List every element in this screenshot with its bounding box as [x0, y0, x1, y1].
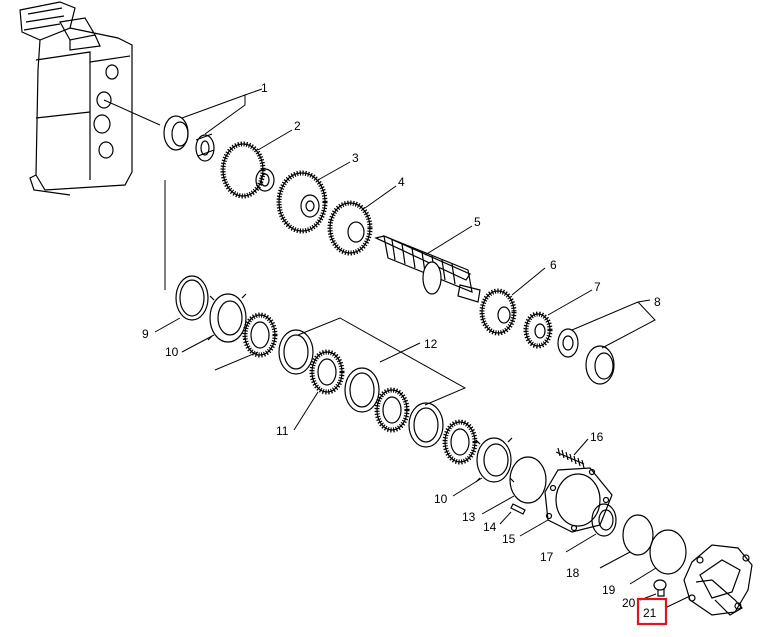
disc-19 — [649, 529, 687, 575]
gasket-15 — [544, 467, 613, 533]
main-shaft-5 — [374, 235, 481, 303]
callout-16: 16 — [590, 430, 604, 444]
end-plate-10-lower — [475, 437, 515, 483]
bearing-cone-1 — [195, 133, 215, 162]
callout-10-upper: 10 — [165, 345, 179, 359]
gear-6 — [479, 288, 517, 336]
transmission-housing — [19, 1, 133, 196]
callout-1: 1 — [261, 81, 268, 95]
friction-disc-a — [242, 312, 278, 358]
shaft-axis-line — [103, 99, 161, 126]
bracket-8 — [571, 301, 656, 349]
callout-19: 19 — [602, 583, 616, 597]
end-cover-21 — [683, 544, 753, 616]
friction-disc-c — [374, 387, 410, 433]
bearing-cup-1 — [163, 115, 189, 151]
callout-9: 9 — [142, 327, 149, 341]
callout-7: 7 — [594, 280, 601, 294]
callout-17: 17 — [540, 550, 554, 564]
friction-disc-d — [442, 419, 478, 465]
bearing-cup-8 — [585, 345, 615, 385]
gear-4 — [327, 200, 373, 256]
callout-6: 6 — [550, 258, 557, 272]
callout-3: 3 — [352, 151, 359, 165]
callout-14: 14 — [483, 520, 497, 534]
callout-4: 4 — [398, 175, 405, 189]
callout-2: 2 — [294, 119, 301, 133]
dowel-pin-14 — [510, 503, 526, 515]
spring-16 — [555, 447, 585, 469]
callout-21-highlight-box — [636, 597, 668, 626]
callout-21: 21 — [643, 606, 657, 620]
steel-plate-a — [278, 329, 314, 375]
callout-13: 13 — [462, 510, 476, 524]
friction-disc-b — [309, 349, 345, 395]
callout-20: 20 — [622, 596, 636, 610]
callout-15: 15 — [502, 532, 516, 546]
callout-5: 5 — [474, 215, 481, 229]
piston-13 — [509, 456, 547, 504]
steel-plate-c — [408, 402, 444, 448]
disc-18 — [622, 514, 654, 556]
bearing-cone-8 — [557, 328, 579, 358]
callout-8: 8 — [654, 295, 661, 309]
gear-3 — [276, 170, 328, 234]
bracket-11 — [214, 351, 259, 371]
bracket-12 — [297, 317, 467, 406]
snap-ring-9 — [175, 275, 209, 321]
steel-plate-b — [344, 367, 380, 413]
hub-7 — [523, 311, 553, 349]
seal-17 — [591, 503, 617, 537]
callout-12: 12 — [424, 337, 438, 351]
callout-18: 18 — [566, 566, 580, 580]
bolt-20 — [653, 579, 667, 597]
callout-10-lower: 10 — [434, 492, 448, 506]
gear-2 — [220, 141, 275, 199]
bracket-1 — [181, 94, 246, 135]
callout-11: 11 — [276, 424, 289, 438]
end-plate-10-upper — [207, 293, 249, 343]
